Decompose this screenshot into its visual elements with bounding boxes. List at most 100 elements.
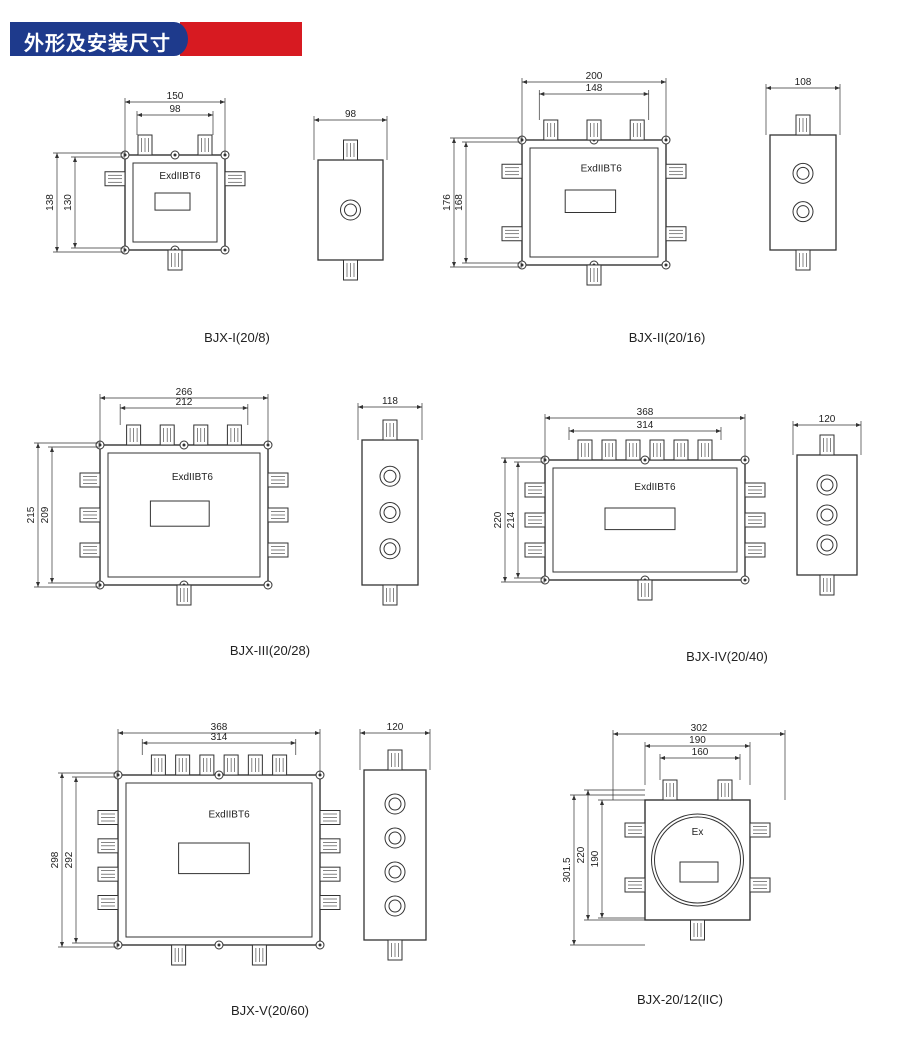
side-gland-port-inner — [820, 538, 834, 552]
side-gland-port-inner — [820, 508, 834, 522]
cable-gland — [697, 439, 713, 461]
dimension-label: 266 — [176, 387, 193, 398]
enclosure-body — [544, 459, 746, 581]
side-view-body — [363, 769, 427, 941]
cable-gland — [193, 424, 209, 446]
side-gland-port-inner — [383, 542, 397, 556]
enclosure-cover — [125, 782, 313, 938]
section-title: 外形及安装尺寸 — [24, 31, 171, 55]
nameplate — [564, 189, 617, 213]
dimension-label: 301.5 — [562, 857, 573, 882]
dimension-label: 314 — [211, 732, 228, 743]
cable-gland — [319, 838, 341, 854]
side-gland-port — [384, 861, 406, 883]
cable-gland — [267, 472, 289, 488]
dimension-label: 138 — [45, 194, 56, 211]
bolt-center — [318, 943, 322, 947]
side-gland-port — [816, 504, 838, 526]
dimension-label: 190 — [590, 850, 601, 867]
cable-gland — [150, 754, 166, 776]
side-gland-port — [384, 793, 406, 815]
bolt-center — [98, 583, 102, 587]
side-gland-port-inner — [796, 205, 810, 219]
bolt-center — [182, 443, 186, 447]
cable-gland — [819, 434, 835, 456]
ex-marking: ExdIIBT6 — [581, 163, 623, 174]
cable-gland — [382, 584, 398, 606]
side-gland-port-inner — [796, 166, 810, 180]
side-view-body — [361, 439, 419, 586]
bolt-center — [217, 943, 221, 947]
dimension-label: 302 — [691, 723, 708, 734]
cable-gland — [624, 877, 646, 893]
enclosure-body — [124, 154, 226, 251]
dimension-label: 214 — [506, 511, 517, 528]
nameplate — [178, 842, 250, 875]
cable-gland — [586, 119, 602, 141]
cable-gland — [97, 866, 119, 882]
side-gland-port-inner — [820, 478, 834, 492]
cable-gland — [343, 139, 358, 161]
cable-gland — [577, 439, 593, 461]
dimension-label: 220 — [576, 846, 587, 863]
dimension-label: 368 — [211, 722, 228, 733]
dimension-label: 108 — [795, 77, 812, 88]
cable-gland — [79, 507, 101, 523]
cable-gland — [795, 114, 811, 136]
side-gland-port — [816, 474, 838, 496]
cable-gland — [795, 249, 811, 271]
side-view-body — [796, 454, 858, 576]
window — [679, 861, 719, 883]
cable-gland — [224, 171, 246, 187]
cable-gland — [167, 249, 183, 271]
cable-gland — [319, 895, 341, 910]
cable-gland — [247, 754, 263, 776]
dimension-label: 148 — [586, 83, 603, 94]
cable-gland — [387, 749, 403, 771]
bolt-center — [116, 943, 120, 947]
cable-gland — [197, 134, 213, 156]
cable-gland — [601, 439, 617, 461]
side-gland-port-inner — [388, 865, 402, 879]
cable-gland — [819, 574, 835, 596]
cable-gland — [673, 439, 689, 461]
model-name: BJX-V(20/60) — [231, 1003, 309, 1018]
cable-gland — [629, 119, 645, 141]
cable-gland — [524, 512, 546, 528]
cable-gland — [749, 822, 771, 838]
enclosure-cover — [552, 467, 738, 573]
cable-gland — [744, 512, 766, 528]
cable-gland — [387, 939, 403, 961]
bolt-center — [217, 773, 221, 777]
ex-marking: ExdIIBT6 — [209, 810, 251, 821]
bolt-center — [743, 578, 747, 582]
bolt-center — [123, 248, 127, 252]
nameplate — [154, 192, 191, 211]
round-cover-inner — [654, 816, 741, 904]
dimension-label: 209 — [40, 506, 51, 523]
cable-gland — [175, 754, 191, 776]
cable-gland — [524, 482, 546, 498]
cable-gland — [501, 226, 523, 242]
cable-gland — [97, 895, 119, 910]
side-gland-port-inner — [383, 469, 397, 483]
cable-gland — [690, 919, 705, 941]
banner-red — [180, 22, 302, 56]
cable-gland — [717, 779, 733, 801]
cable-gland — [126, 424, 142, 446]
ex-marking: ExdIIBT6 — [159, 171, 201, 182]
cable-gland — [171, 944, 187, 966]
dimension-label: 314 — [637, 420, 654, 431]
model-name: BJX-II(20/16) — [629, 330, 706, 345]
dimension-label: 190 — [689, 735, 706, 746]
cable-gland — [226, 424, 242, 446]
dimension-label: 118 — [382, 396, 398, 407]
dimension-label: 120 — [387, 722, 404, 733]
enclosure-cover — [107, 452, 261, 578]
enclosure-body — [99, 444, 269, 586]
cable-gland — [744, 482, 766, 498]
dimension-label: 168 — [454, 194, 465, 211]
dimension-label: 220 — [493, 511, 504, 528]
side-gland-port-inner — [383, 506, 397, 519]
banner-blue — [10, 22, 188, 56]
